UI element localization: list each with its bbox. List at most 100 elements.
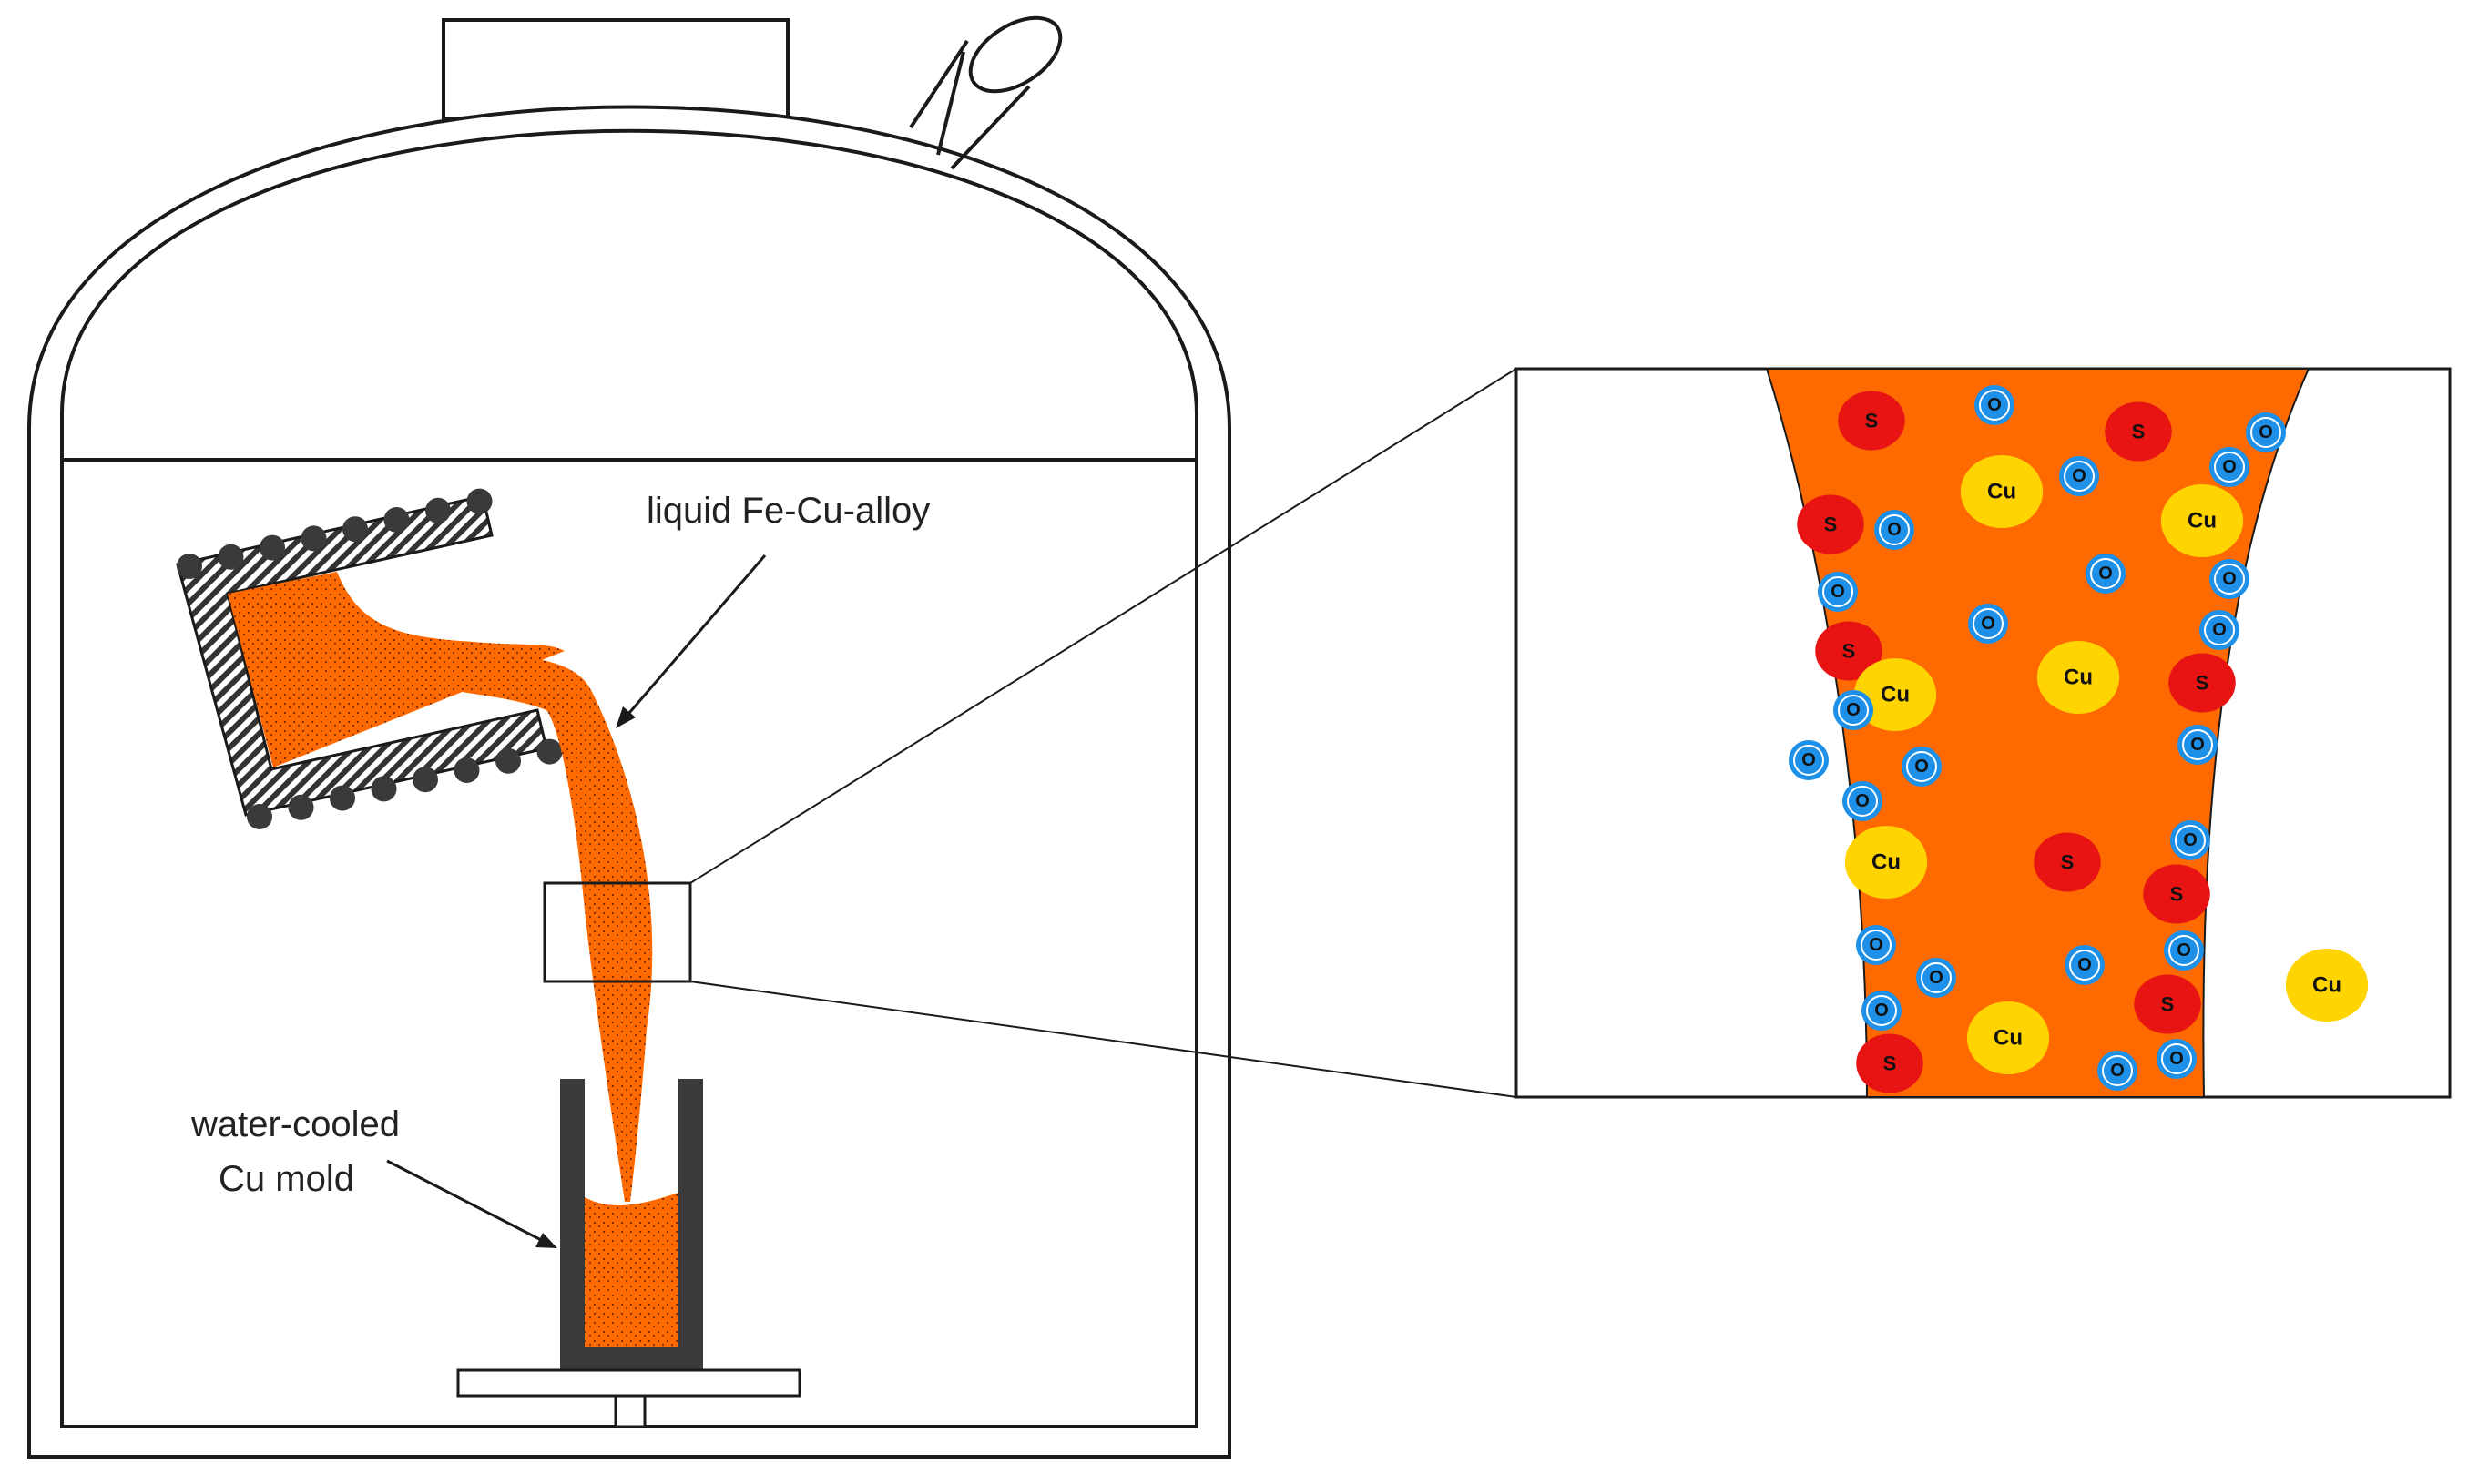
oxygen-particle: O (1874, 510, 1914, 550)
coil-winding-icon (466, 488, 493, 514)
oxygen-particle-ring (1973, 608, 2004, 639)
oxygen-particle-ring (1822, 576, 1853, 607)
oxygen-particle-label: O (1846, 700, 1861, 720)
oxygen-particle-ring (2064, 461, 2095, 492)
coil-winding-icon (413, 767, 438, 793)
coil-winding-icon (260, 534, 285, 561)
induction-coil-bottom (247, 738, 563, 829)
oxygen-particle-label: O (1929, 968, 1943, 988)
oxygen-particle-ring (1838, 695, 1869, 726)
oxygen-particle-ring (2214, 564, 2245, 595)
oxygen-particle: O (1916, 958, 1956, 998)
oxygen-particle: O (2209, 447, 2249, 487)
oxygen-particle-ring (1921, 962, 1952, 993)
oxygen-particle-label: O (1914, 757, 1929, 777)
oxygen-particle-label: O (1831, 582, 1845, 602)
coil-winding-icon (383, 507, 410, 533)
sulfur-particle: S (2134, 974, 2201, 1034)
mold-support-post (614, 1394, 647, 1428)
sulfur-particle-shape (1856, 1033, 1923, 1093)
arrowhead-mold (535, 1233, 557, 1248)
zoom-line-top (689, 368, 1517, 884)
oxygen-particle-label: O (1874, 1001, 1889, 1021)
oxygen-particle: O (2086, 554, 2126, 594)
copper-particle-label: Cu (1994, 1026, 2023, 1051)
oxygen-particle-ring (2161, 1043, 2192, 1074)
sulfur-particle-shape (1797, 494, 1864, 554)
oxygen-particle-ring (2090, 558, 2121, 589)
oxygen-particle-ring (2182, 729, 2213, 760)
mold-base-plate (456, 1368, 801, 1398)
copper-particle-shape (1844, 826, 1928, 899)
sulfur-particle-label: S (1824, 513, 1838, 536)
oxygen-particle-label: O (2098, 564, 2113, 584)
sulfur-particle-label: S (2132, 421, 2146, 443)
oxygen-particle-ring (2204, 615, 2235, 645)
sulfur-particle-shape (1815, 621, 1882, 681)
oxygen-particle-label: O (2110, 1061, 2125, 1081)
zoom-line-bottom (689, 981, 1517, 1098)
oxygen-particle-label: O (2169, 1049, 2184, 1069)
copper-particle-shape (1960, 455, 2044, 528)
coil-winding-icon (425, 497, 451, 523)
copper-particle-label: Cu (2064, 666, 2093, 690)
coil-winding-icon (177, 554, 202, 579)
oxygen-particle-ring (2168, 935, 2199, 966)
oxygen-particle-label: O (1887, 520, 1902, 540)
sulfur-particle: S (1838, 391, 1905, 451)
oxygen-particle: O (2097, 1051, 2137, 1091)
water-cooled-mold (456, 1079, 801, 1428)
sulfur-particle-shape (1838, 391, 1905, 451)
sulfur-particle-shape (2034, 832, 2101, 892)
oxygen-particle-label: O (1869, 935, 1883, 955)
copper-particle-shape (1966, 1001, 2050, 1074)
oxygen-particle-label: O (1855, 791, 1870, 811)
oxygen-particle: O (1818, 572, 1858, 612)
chamber-port-pipe (909, 15, 1063, 170)
oxygen-particle-label: O (2177, 940, 2191, 961)
sulfur-particle-label: S (2161, 993, 2175, 1016)
oxygen-particle-ring (1906, 751, 1937, 782)
oxygen-particle-ring (1979, 390, 2010, 421)
oxygen-particle-ring (2102, 1055, 2133, 1086)
sulfur-particle: S (2034, 832, 2101, 892)
oxygen-particle: O (2059, 456, 2099, 496)
oxygen-particle-ring (1793, 745, 1824, 776)
oxygen-particle-label: O (2072, 466, 2086, 486)
sulfur-particle: S (2168, 653, 2236, 713)
sulfur-particle: S (2143, 864, 2210, 924)
coil-winding-icon (301, 525, 327, 552)
oxygen-particle-ring (2069, 950, 2100, 981)
label-mold-line1: water-cooled (190, 1104, 400, 1144)
copper-particle-label: Cu (1871, 850, 1901, 875)
oxygen-particle: O (2065, 945, 2105, 985)
oxygen-particle-label: O (2222, 569, 2237, 589)
oxygen-particle: O (1974, 385, 2014, 425)
oxygen-particle-label: O (1801, 750, 1816, 770)
pouring-stream (337, 583, 653, 1202)
copper-particle: Cu (1844, 826, 1928, 899)
sulfur-particle-label: S (1865, 410, 1879, 432)
copper-particle: Cu (2160, 484, 2244, 557)
coil-winding-icon (288, 794, 314, 820)
coil-winding-icon (342, 516, 368, 543)
copper-particle-label: Cu (2312, 973, 2341, 998)
copper-particle: Cu (1966, 1001, 2050, 1074)
oxygen-particle: O (2177, 725, 2218, 765)
oxygen-particle: O (1833, 690, 1873, 730)
coil-winding-icon (247, 804, 272, 829)
coil-winding-icon (330, 785, 355, 811)
copper-particle: Cu (1853, 658, 1937, 731)
oxygen-particle: O (2199, 610, 2239, 650)
mold-melt (585, 1193, 678, 1347)
oxygen-particle: O (2209, 559, 2249, 599)
copper-particle-label: Cu (2188, 509, 2217, 534)
copper-particle: Cu (2036, 641, 2120, 714)
sulfur-particle: S (2105, 401, 2172, 462)
copper-particle-shape (2036, 641, 2120, 714)
label-mold-line2: Cu mold (219, 1159, 354, 1199)
coil-winding-icon (371, 776, 397, 802)
mold-bottom (560, 1347, 703, 1370)
induction-coil-top (177, 488, 493, 579)
